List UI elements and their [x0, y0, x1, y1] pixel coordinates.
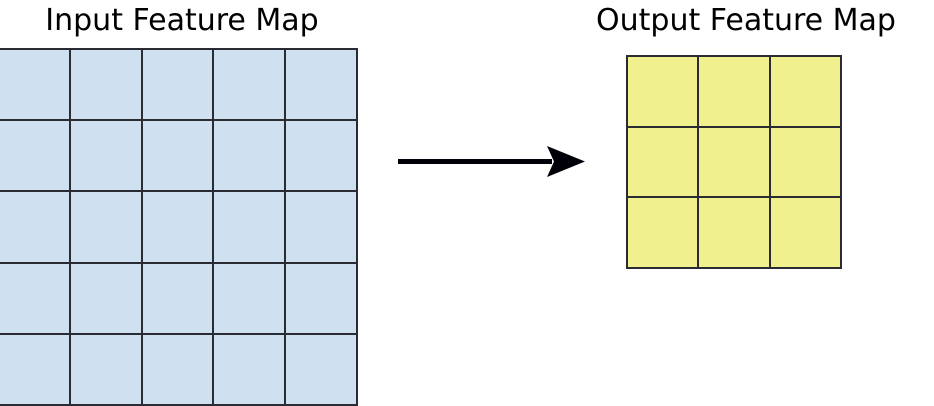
input-cell	[214, 263, 285, 333]
input-cell	[0, 192, 69, 262]
output-feature-map-title: Output Feature Map	[596, 3, 896, 38]
input-cell	[214, 192, 285, 262]
input-cell	[214, 121, 285, 191]
output-cell	[770, 57, 840, 126]
arrow-head	[547, 146, 585, 177]
input-cell	[142, 263, 213, 333]
input-feature-map-title: Input Feature Map	[45, 3, 319, 38]
output-cell	[699, 198, 769, 267]
input-cell	[286, 334, 356, 404]
input-cell	[286, 263, 356, 333]
input-cell	[142, 50, 213, 120]
input-cell	[0, 121, 69, 191]
input-cell	[0, 263, 69, 333]
input-cell	[70, 192, 141, 262]
input-cell	[286, 192, 356, 262]
output-feature-map-grid	[626, 55, 842, 269]
input-cell	[0, 334, 69, 404]
input-cell	[70, 50, 141, 120]
output-cell	[628, 57, 698, 126]
input-cell	[214, 334, 285, 404]
input-cell	[142, 121, 213, 191]
input-cell	[286, 121, 356, 191]
input-cell	[142, 334, 213, 404]
input-cell	[214, 50, 285, 120]
input-cell	[70, 263, 141, 333]
output-cell	[628, 127, 698, 197]
output-cell	[628, 198, 698, 267]
input-cell	[70, 334, 141, 404]
input-cell	[0, 50, 69, 120]
output-cell	[770, 127, 840, 197]
output-cell	[699, 57, 769, 126]
input-cell	[142, 192, 213, 262]
input-cell	[286, 50, 356, 120]
output-cell	[699, 127, 769, 197]
arrow-right-icon	[398, 146, 585, 177]
input-feature-map-grid	[0, 48, 358, 406]
input-cell	[70, 121, 141, 191]
output-cell	[770, 198, 840, 267]
